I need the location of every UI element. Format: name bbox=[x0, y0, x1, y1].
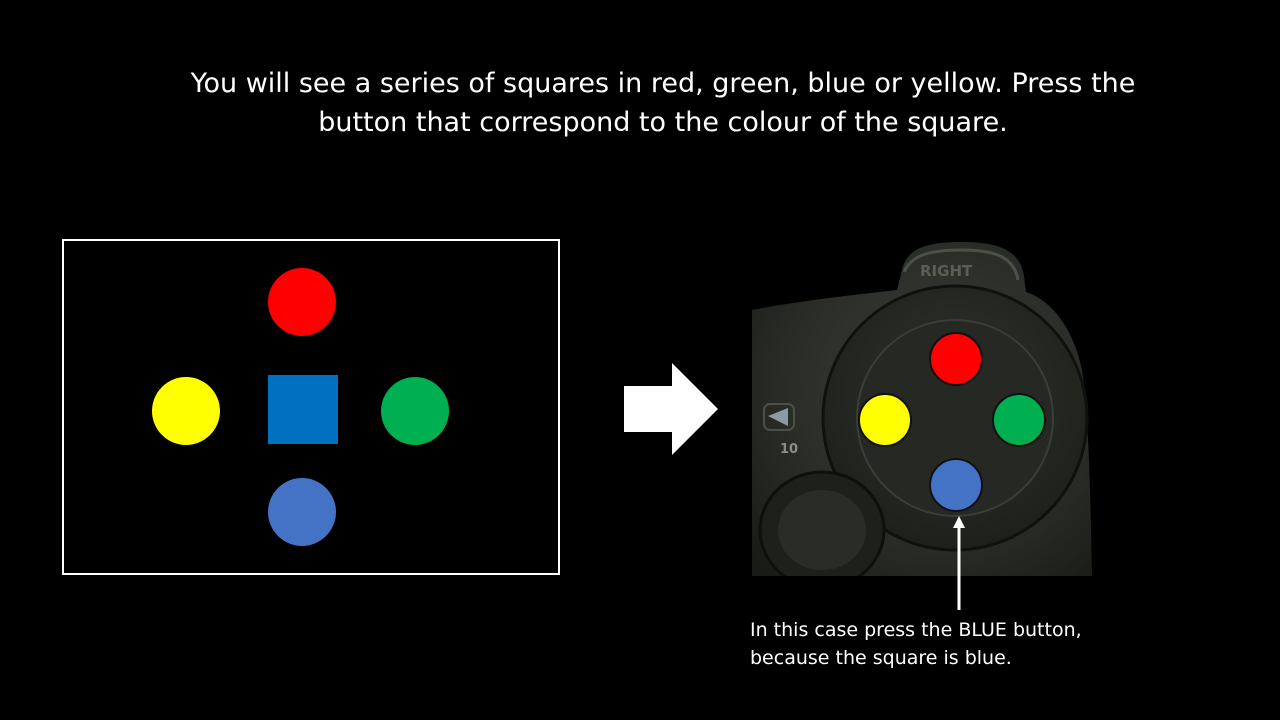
green-circle bbox=[381, 377, 449, 445]
controller-blue-button[interactable] bbox=[929, 458, 983, 512]
blue-circle bbox=[268, 478, 336, 546]
caption-line-2: because the square is blue. bbox=[750, 647, 1012, 669]
controller-yellow-button[interactable] bbox=[858, 393, 912, 447]
controller-red-button[interactable] bbox=[929, 332, 983, 386]
gamepad-body: RIGHT 10 bbox=[752, 240, 1096, 590]
blue-square bbox=[268, 375, 338, 444]
instruction-text: You will see a series of squares in red,… bbox=[140, 64, 1186, 142]
yellow-circle bbox=[152, 377, 220, 445]
caption-line-1: In this case press the BLUE button, bbox=[750, 619, 1082, 641]
caption-text: In this case press the BLUE button, beca… bbox=[750, 616, 1150, 672]
label-10: 10 bbox=[780, 442, 798, 457]
red-circle bbox=[268, 268, 336, 336]
controller-green-button[interactable] bbox=[992, 393, 1046, 447]
instruction-line-2: button that correspond to the colour of … bbox=[318, 107, 1008, 138]
right-label: RIGHT bbox=[920, 262, 973, 280]
gamepad-image: RIGHT 10 bbox=[752, 240, 1096, 590]
play-triangle-icon bbox=[768, 408, 788, 426]
stimulus-display bbox=[62, 239, 560, 575]
up-arrow-icon bbox=[953, 516, 965, 610]
instruction-line-1: You will see a series of squares in red,… bbox=[190, 68, 1136, 99]
right-arrow-icon bbox=[624, 363, 718, 455]
